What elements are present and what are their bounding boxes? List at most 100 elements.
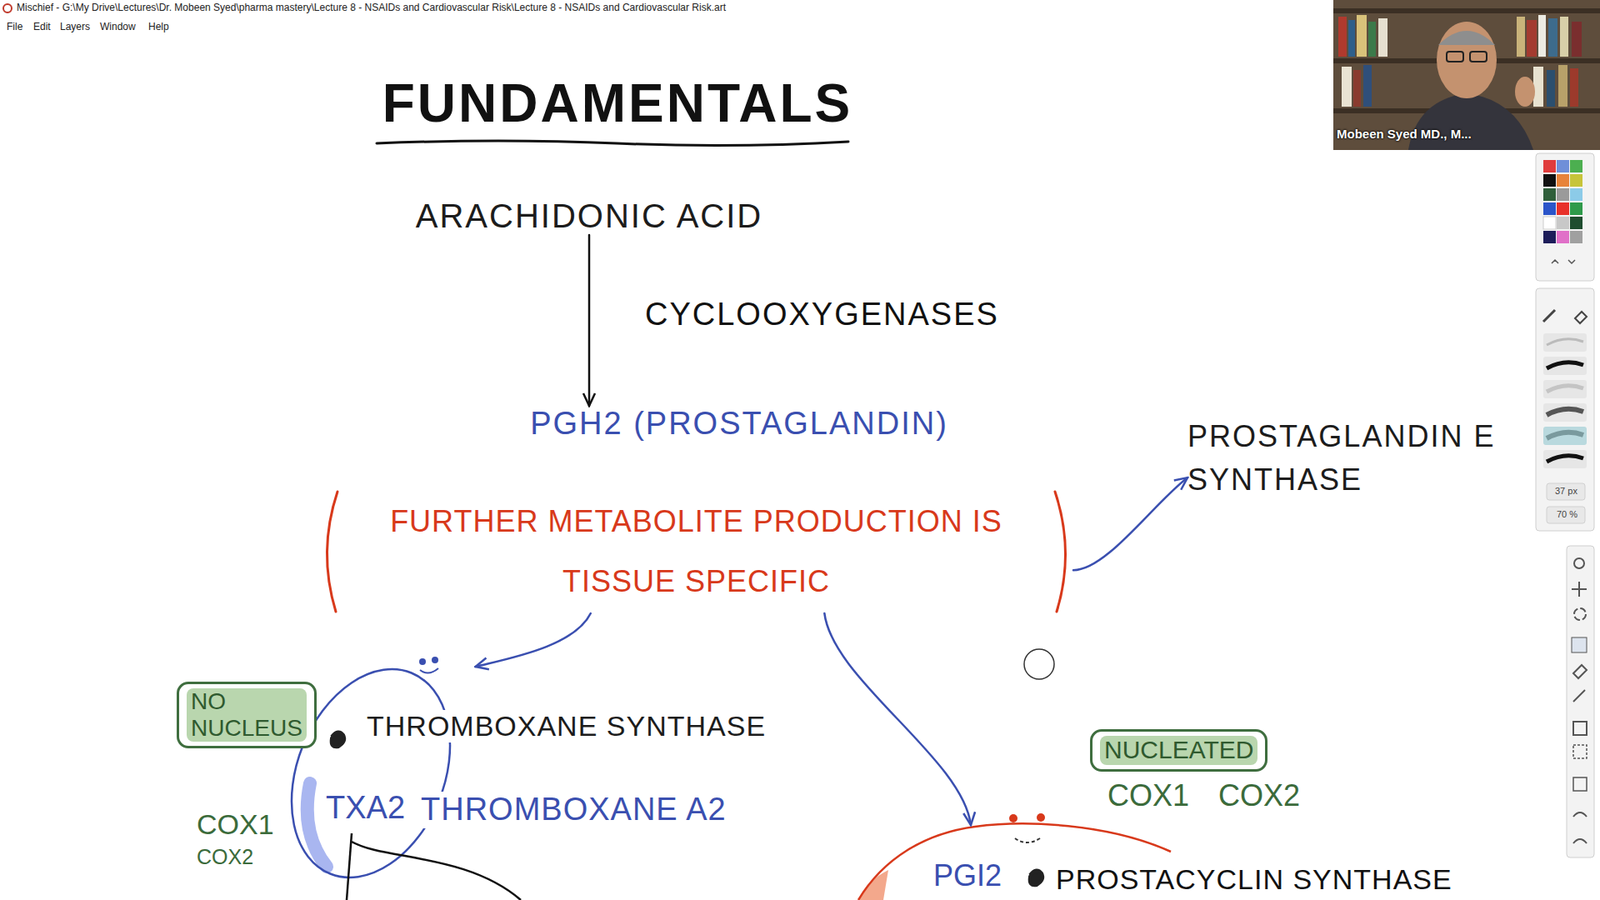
scroll-arrows <box>1551 260 1575 264</box>
swatch <box>1570 160 1583 173</box>
menu-item: Layers <box>60 21 90 34</box>
enzyme-symbol <box>1030 870 1043 885</box>
glasses <box>1446 51 1464 62</box>
connector-arrow <box>824 613 971 825</box>
brush-icon <box>1543 310 1555 322</box>
face-smile <box>1015 838 1040 843</box>
face-dot <box>1009 814 1018 823</box>
connector-arrow <box>475 613 591 667</box>
face-dot <box>1036 813 1045 822</box>
stroke-sample <box>1546 362 1584 369</box>
bracket-group: FURTHER METABOLITE PRODUCTION IS TISSUE … <box>319 490 1074 614</box>
book <box>1356 15 1367 57</box>
webcam-view <box>1333 0 1600 150</box>
node-text: PGI2 <box>931 858 1004 893</box>
node-text: NO NUCLEUS <box>186 688 307 742</box>
menu-item: Window <box>100 21 136 34</box>
cell-node: PGI2 <box>916 825 1025 899</box>
book <box>1548 18 1558 57</box>
edge-label: CYCLOOXYGENASES <box>642 296 1002 334</box>
enzyme-symbol <box>331 731 345 747</box>
node-text: PGH2 (PROSTAGLANDIN) <box>530 405 949 443</box>
node-text: PROSTAGLANDIN E SYNTHASE <box>1187 415 1513 502</box>
diagram-label: COX1 <box>196 808 275 841</box>
stroke-preview <box>1543 356 1587 375</box>
diagram-label: PROSTACYCLIN SYNTHASE <box>1055 863 1453 896</box>
cell-highlight <box>858 870 889 900</box>
face-smile <box>420 668 439 674</box>
book <box>1558 65 1568 107</box>
swatch <box>1543 188 1556 201</box>
eraser-icon <box>1575 311 1587 324</box>
book <box>1526 20 1537 57</box>
menu-item: File <box>6 21 23 34</box>
app-icon <box>3 4 12 13</box>
window-title: Mischief - G:\My Drive\Lectures\Dr. Mobe… <box>16 2 726 15</box>
bracket <box>326 491 338 612</box>
pan-icon <box>1571 581 1587 597</box>
text-node: PROSTAGLANDIN E SYNTHASE <box>1187 415 1513 502</box>
book <box>1538 15 1546 57</box>
pen-cursor <box>1024 649 1055 680</box>
person-body <box>1408 93 1534 150</box>
node-text: TXA2 <box>324 790 407 827</box>
eraser-tool <box>1573 665 1587 679</box>
swatch <box>1570 188 1583 201</box>
webcam-background <box>1333 0 1600 150</box>
swatch <box>1570 202 1583 215</box>
stroke-sample <box>1546 409 1584 415</box>
diagram-label: THROMBOXANE SYNTHASE <box>364 710 769 743</box>
undo-icon <box>1573 812 1587 817</box>
book <box>1533 66 1544 107</box>
swatch <box>1556 188 1570 201</box>
stroke-preview <box>1543 333 1587 352</box>
stroke-sample <box>1546 455 1584 462</box>
pathway-line <box>346 833 352 900</box>
book <box>1348 20 1355 57</box>
stroke-preview <box>1543 380 1587 399</box>
book <box>1368 21 1376 57</box>
diagram-label: COX2 <box>1218 778 1300 813</box>
book <box>1570 68 1579 107</box>
diagram-label: THROMBOXANE A2 <box>418 791 730 829</box>
face-dot <box>419 658 426 665</box>
text-node: PGH2 (PROSTAGLANDIN) <box>530 405 949 443</box>
text-node: ARACHIDONIC ACID <box>415 196 764 235</box>
swatch <box>1543 230 1556 244</box>
redo-icon <box>1573 839 1587 844</box>
face-dot <box>431 656 439 664</box>
panel <box>1535 153 1595 281</box>
swatch <box>1543 174 1556 187</box>
swatch <box>1543 160 1556 173</box>
platelet-node: TXA2 <box>287 666 488 880</box>
panel <box>1535 288 1595 531</box>
bracket <box>1055 491 1066 612</box>
stroke-preview <box>1543 403 1587 422</box>
swatch <box>1556 230 1570 244</box>
node-text: ARACHIDONIC ACID <box>415 196 764 235</box>
title-underline <box>376 140 849 146</box>
size-field <box>1546 483 1585 500</box>
swatch <box>1543 202 1556 215</box>
marquee-tool <box>1573 745 1587 759</box>
tool-value: 70 % <box>1556 509 1578 520</box>
shelf <box>1333 8 1600 14</box>
swatch <box>1543 216 1556 230</box>
book <box>1546 70 1555 107</box>
brush-tool <box>1571 637 1587 653</box>
opacity-field <box>1546 506 1585 524</box>
book <box>1363 65 1372 107</box>
book <box>1560 16 1569 57</box>
book <box>1353 70 1361 107</box>
connector-arrow <box>588 235 591 406</box>
menu-item: Edit <box>33 21 51 34</box>
webcam-name: Mobeen Syed MD., M... <box>1336 126 1472 141</box>
person-head <box>1436 21 1497 99</box>
page-title: FUNDAMENTALS <box>382 73 854 135</box>
select-tool <box>1573 721 1587 735</box>
stroke-sample <box>1546 339 1584 345</box>
swatch <box>1556 160 1570 173</box>
pathway-line <box>351 841 521 900</box>
rotate-icon <box>1574 608 1586 620</box>
swatch <box>1556 216 1570 230</box>
